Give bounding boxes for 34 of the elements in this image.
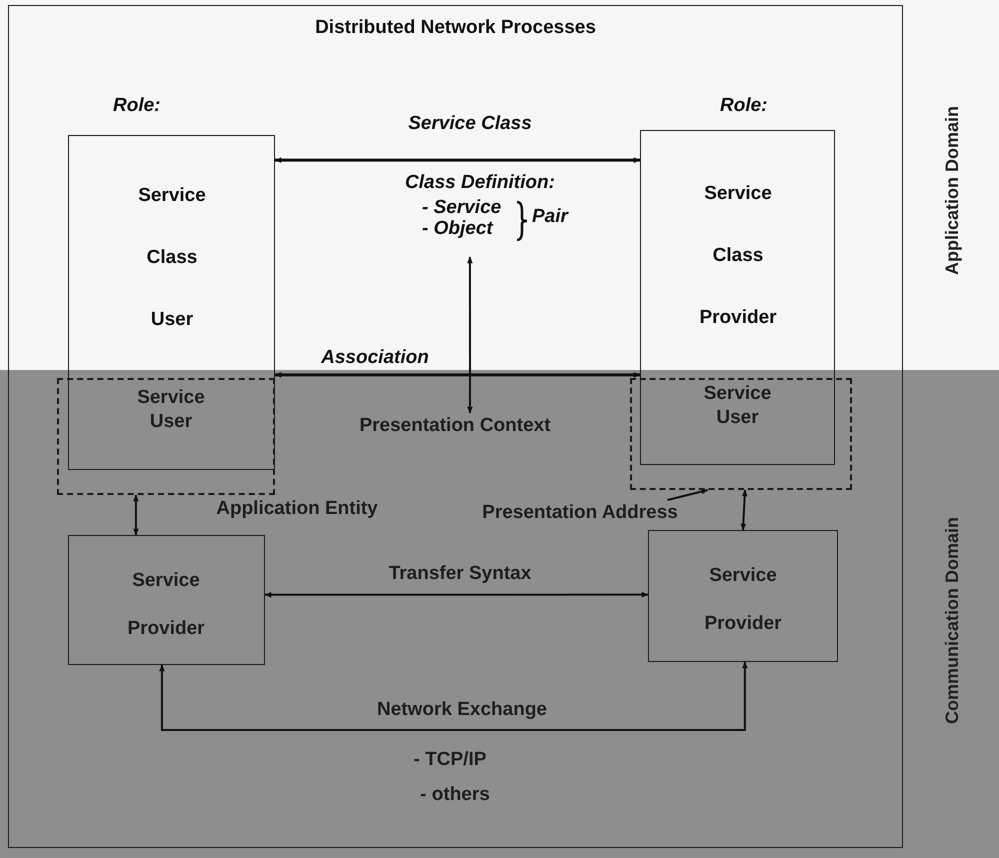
address-text: Presentation Address — [481, 502, 679, 524]
edge-label: Transfer Syntax — [386, 563, 534, 585]
double-arrow — [740, 489, 748, 531]
provider-box — [68, 535, 265, 665]
arrow — [467, 375, 473, 414]
list-item: - others — [419, 784, 491, 806]
pair-label: Pair — [532, 206, 570, 228]
domain-label: Communication Domain — [942, 516, 963, 726]
list-item: - TCP/IP — [412, 749, 488, 771]
box-title: Service Provider — [703, 564, 783, 636]
box-title: Service Class User — [137, 184, 207, 332]
domain-label: Application Domain — [942, 104, 963, 277]
definition-heading: Class Definition: — [404, 172, 556, 194]
box-subtitle: Service User — [136, 386, 206, 434]
frame-title: Distributed Network Processes — [314, 17, 597, 39]
role-box — [68, 95, 275, 470]
box-title: Service Class Provider — [698, 182, 778, 330]
provider-box — [648, 530, 838, 662]
box-subtitle: Service User — [702, 382, 772, 430]
role-box — [640, 95, 835, 465]
arrow — [467, 256, 473, 375]
definition-list: - Service - Object — [422, 197, 512, 239]
double-arrow — [274, 157, 641, 163]
dashed-group-box — [630, 378, 852, 490]
double-arrow — [133, 494, 139, 536]
role-label: Role: — [720, 95, 768, 117]
arrow — [667, 488, 708, 501]
double-arrow — [264, 592, 649, 598]
double-arrow — [274, 372, 641, 378]
role-label: Role: — [113, 95, 162, 117]
group-label: Application Entity — [215, 498, 379, 520]
box-title: Service Provider — [126, 569, 206, 641]
double-arrow — [159, 661, 748, 731]
context-text: Presentation Context — [358, 415, 552, 437]
